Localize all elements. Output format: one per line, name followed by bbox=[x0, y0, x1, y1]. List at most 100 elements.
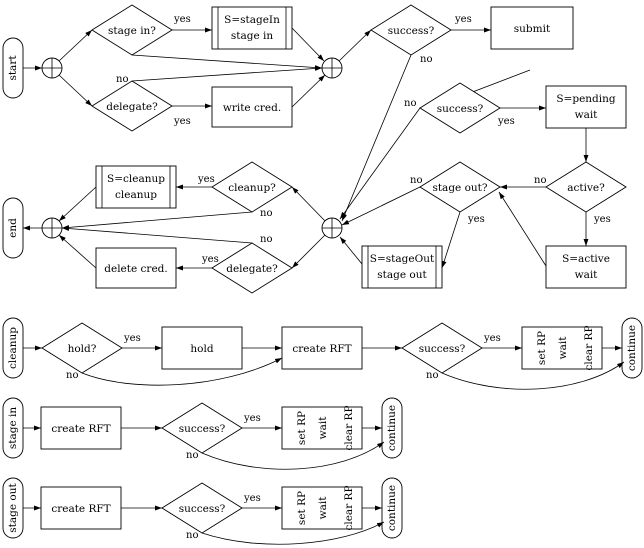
start-terminal: start bbox=[2, 37, 24, 99]
label-yes-active: yes bbox=[593, 214, 611, 225]
label-yes-success-top: yes bbox=[454, 14, 472, 25]
cleanup-decision: cleanup? bbox=[211, 161, 293, 213]
set-pending-line2: wait bbox=[575, 109, 599, 121]
set-active-line2: wait bbox=[575, 269, 599, 281]
label-no-active: no bbox=[534, 175, 546, 186]
rp-box-cleanup: set RP wait clear RP bbox=[521, 325, 603, 371]
label-yes-success-stagein: yes bbox=[243, 413, 261, 424]
success-decision-top: success? bbox=[370, 4, 452, 56]
label-no-success-stageout: no bbox=[186, 530, 198, 541]
label-no-success-second: no bbox=[404, 98, 416, 109]
edge-j1-stagein bbox=[58, 29, 93, 62]
delegate-decision-top: delegate? bbox=[91, 80, 173, 132]
junction-merge-middle bbox=[321, 217, 343, 239]
label-yes-delegate-bottom: yes bbox=[201, 254, 219, 265]
set-stagein-box: S=stageIn stage in bbox=[211, 6, 293, 50]
success-decision-second: success? bbox=[419, 82, 501, 134]
stage-out-terminal: stage out bbox=[2, 477, 24, 539]
delegate-decision-bottom: delegate? bbox=[211, 242, 293, 294]
stage-out-flow: stage out create RFT success? set RP wai… bbox=[2, 477, 403, 545]
clear-rp-text-stagein: clear RP bbox=[343, 405, 355, 450]
label-no-success-stagein: no bbox=[186, 450, 198, 461]
edge-deletecred-j4 bbox=[58, 234, 97, 269]
continue-text-stagein: continue bbox=[386, 405, 398, 451]
edge-setcleanup-j4 bbox=[58, 186, 97, 222]
stage-out-flow-label: stage out bbox=[7, 483, 19, 533]
write-cred-box: write cred. bbox=[211, 86, 293, 128]
success-decision-cleanup-text: success? bbox=[419, 343, 466, 355]
label-no-success-top: no bbox=[420, 54, 432, 65]
edge-success2-no bbox=[339, 107, 421, 220]
edge-setstageout-j3 bbox=[339, 236, 363, 265]
label-no-delegate-bottom: no bbox=[260, 234, 272, 245]
edge-success-no bbox=[341, 54, 412, 222]
wait-text-stagein: wait bbox=[317, 416, 329, 440]
cleanup-decision-text: cleanup? bbox=[228, 182, 276, 194]
edge-j3-delegate bbox=[291, 234, 326, 269]
label-yes-success-second: yes bbox=[497, 116, 515, 127]
success-decision-stageout: success? bbox=[161, 482, 243, 534]
set-stagein-line1: S=stageIn bbox=[224, 14, 280, 26]
label-no-hold: no bbox=[66, 370, 78, 381]
stage-in-decision-text: stage in? bbox=[108, 25, 156, 37]
delegate-decision-bottom-text: delegate? bbox=[226, 263, 278, 275]
start-label: start bbox=[7, 55, 19, 81]
submit-text: submit bbox=[514, 23, 551, 35]
write-cred-text: write cred. bbox=[223, 102, 281, 114]
delete-cred-box: delete cred. bbox=[95, 247, 177, 289]
submit-box: submit bbox=[490, 6, 574, 50]
label-yes-cleanup: yes bbox=[197, 174, 215, 185]
label-no-stagein: no bbox=[116, 74, 128, 85]
active-decision: active? bbox=[545, 161, 627, 213]
set-cleanup-line1: S=cleanup bbox=[107, 173, 165, 185]
clear-rp-text-stageout: clear RP bbox=[343, 485, 355, 530]
continue-text-cleanup: continue bbox=[626, 325, 638, 371]
create-rft-text-stagein: create RFT bbox=[51, 423, 110, 435]
set-pending-line1: S=pending bbox=[556, 93, 616, 105]
set-cleanup-line2: cleanup bbox=[115, 189, 157, 201]
wait-text-cleanup: wait bbox=[557, 336, 569, 360]
stage-in-flow-label: stage in bbox=[7, 407, 19, 449]
edge-success-no-stageout bbox=[201, 521, 385, 545]
label-yes-stageout: yes bbox=[467, 214, 485, 225]
set-stageout-box: S=stageOut stage out bbox=[361, 245, 443, 289]
label-yes-hold: yes bbox=[123, 333, 141, 344]
edge-stageout-yes bbox=[441, 211, 461, 269]
set-rp-text-cleanup: set RP bbox=[536, 331, 548, 365]
set-stagein-line2: stage in bbox=[231, 30, 273, 42]
continue-text-stageout: continue bbox=[386, 485, 398, 531]
end-terminal: end bbox=[2, 197, 24, 259]
set-cleanup-box: S=cleanup cleanup bbox=[95, 165, 177, 209]
junction-start bbox=[41, 57, 63, 79]
set-stageout-line1: S=stageOut bbox=[370, 253, 435, 265]
hold-decision-text: hold? bbox=[68, 343, 97, 355]
edge-j1-delegate bbox=[58, 74, 93, 107]
main-flow: start stage in? S=stageIn stage in deleg… bbox=[2, 4, 627, 294]
label-yes-delegate: yes bbox=[173, 116, 191, 127]
continue-terminal-stageout: continue bbox=[381, 477, 403, 539]
success-decision-cleanup: success? bbox=[401, 322, 483, 374]
edge-stagein-no bbox=[131, 54, 323, 70]
stage-in-flow: stage in create RFT success? set RP wait… bbox=[2, 397, 403, 470]
success-decision-top-text: success? bbox=[388, 25, 435, 37]
label-no-success-cleanup: no bbox=[426, 370, 438, 381]
label-no-cleanup: no bbox=[260, 208, 272, 219]
hold-decision: hold? bbox=[41, 322, 123, 374]
stage-out-decision-text: stage out? bbox=[432, 182, 487, 194]
delete-cred-text: delete cred. bbox=[104, 263, 167, 275]
edge-j2-success bbox=[338, 29, 372, 62]
continue-terminal-stagein: continue bbox=[381, 397, 403, 459]
edge-success-no-stagein bbox=[201, 441, 385, 470]
label-yes-stagein: yes bbox=[173, 14, 191, 25]
edge-delegate2-no bbox=[61, 226, 253, 244]
edge-hold-no bbox=[81, 357, 283, 386]
wait-text-stageout: wait bbox=[317, 496, 329, 520]
edge-j3-cleanup bbox=[291, 186, 326, 222]
stage-out-decision: stage out? bbox=[419, 161, 501, 213]
rp-box-stageout: set RP wait clear RP bbox=[281, 485, 363, 531]
create-rft-box-stageout: create RFT bbox=[40, 486, 122, 530]
edge-setactive-stageout bbox=[498, 191, 547, 267]
cleanup-flow: cleanup hold? hold create RFT success? s… bbox=[2, 317, 643, 390]
create-rft-box-stagein: create RFT bbox=[40, 406, 122, 450]
